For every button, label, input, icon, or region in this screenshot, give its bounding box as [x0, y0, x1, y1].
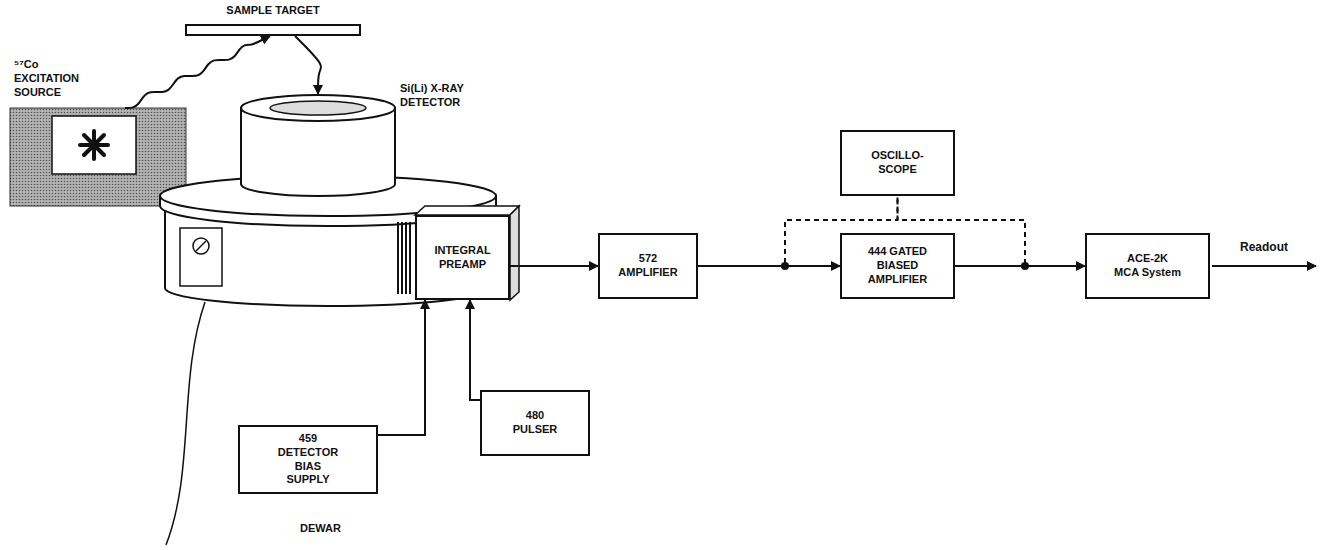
- box-label: 459 DETECTOR BIAS SUPPLY: [277, 432, 339, 487]
- detector-window: [270, 101, 366, 115]
- source-housing: [10, 108, 186, 206]
- readout-arrow: [1212, 265, 1316, 267]
- detector-head: Si(Li) X-RAY DETECTOR: [240, 94, 396, 196]
- part-label: ⁵⁷Co EXCITATION SOURCE: [14, 58, 104, 99]
- preamp-top-face: [415, 206, 519, 215]
- box-label: ACE-2K MCA System: [1114, 252, 1182, 280]
- part-label: Si(Li) X-RAY DETECTOR: [400, 82, 495, 110]
- amplifier-box: 572 AMPLIFIER: [598, 233, 698, 299]
- dewar-door: [180, 228, 222, 286]
- part-name: DEWAR: [300, 522, 341, 536]
- preamp-fins: [398, 222, 410, 294]
- source-window: [52, 116, 136, 174]
- box-label: 572 AMPLIFIER: [613, 252, 683, 280]
- source-star: [80, 131, 108, 159]
- signal-arrow: [378, 300, 425, 435]
- bias-supply-box: 459 DETECTOR BIAS SUPPLY: [238, 425, 378, 494]
- box-label: 444 GATED BIASED AMPLIFIER: [867, 245, 929, 286]
- signal-arrow: [295, 36, 321, 94]
- mca-box: ACE-2K MCA System: [1085, 233, 1210, 299]
- dewar-gauge-needle: [196, 241, 206, 251]
- box-label: INTEGRAL PREAMP: [428, 244, 498, 272]
- biased-amplifier-box: 444 GATED BIASED AMPLIFIER: [840, 233, 955, 299]
- preamp-side-face: [510, 206, 519, 300]
- sample-target: SAMPLE TARGET: [185, 24, 361, 36]
- box-label: 480 PULSER: [508, 409, 563, 437]
- dewar-gauge: [193, 238, 209, 254]
- box-label: OSCILLO- SCOPE: [867, 149, 929, 177]
- excitation-source: ⁵⁷Co EXCITATION SOURCE: [10, 108, 186, 206]
- signal-arrow: [510, 265, 598, 267]
- oscilloscope-box: OSCILLO- SCOPE: [840, 130, 955, 196]
- leader-line: [166, 302, 205, 545]
- signal-arrow: [125, 36, 270, 108]
- part-label: SAMPLE TARGET: [187, 4, 359, 18]
- detector-top: [241, 95, 395, 121]
- signal-arrow: [470, 300, 480, 400]
- signal-name: Readout: [1240, 240, 1288, 255]
- pulser-box: 480 PULSER: [480, 390, 590, 456]
- preamp-box: INTEGRAL PREAMP: [415, 215, 510, 300]
